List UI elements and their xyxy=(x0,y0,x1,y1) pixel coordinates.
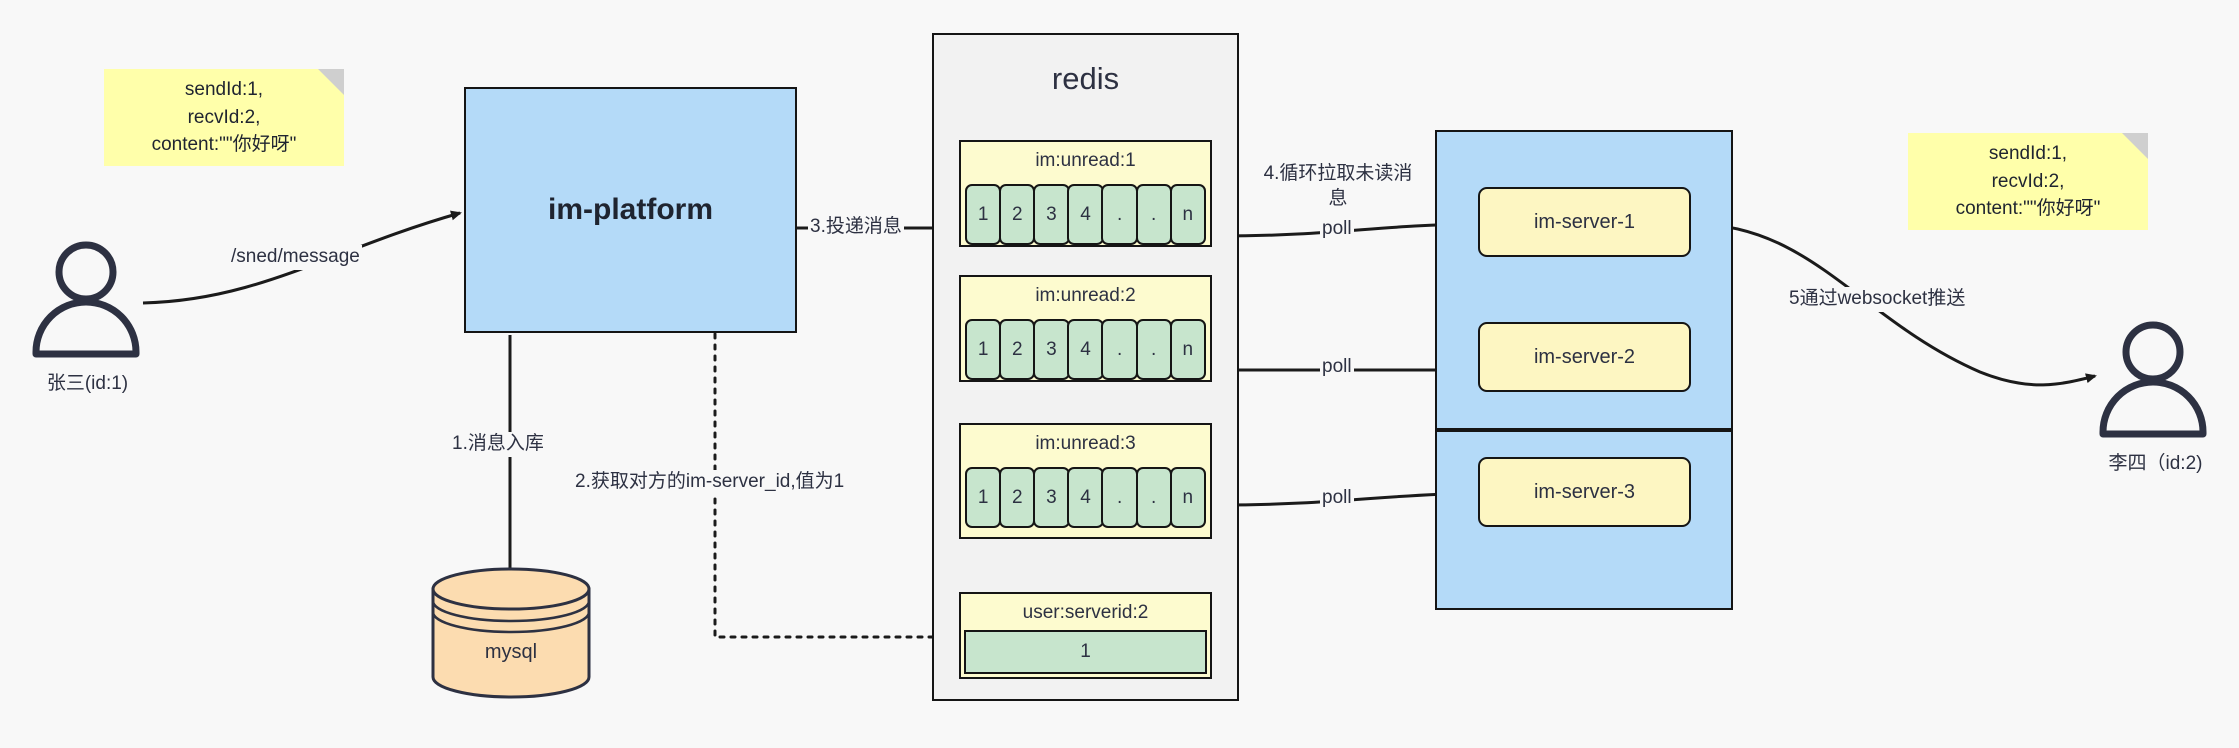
mysql-database[interactable]: mysql xyxy=(430,567,592,703)
redis-cell: . xyxy=(1101,467,1138,528)
redis-cell: 1 xyxy=(965,319,1002,380)
user-icon xyxy=(32,241,140,358)
redis-cell: 2 xyxy=(999,319,1036,380)
redis-cell: . xyxy=(1135,184,1172,245)
redis-cell: n xyxy=(1169,467,1206,528)
redis-cell: 3 xyxy=(1033,319,1070,380)
redis-cell: 4 xyxy=(1067,467,1104,528)
sticky-note-left-text: sendId:1, recvId:2, content:""你好呀" xyxy=(151,79,297,156)
redis-cell: 3 xyxy=(1033,184,1070,245)
sticky-note-right: sendId:1, recvId:2, content:""你好呀" xyxy=(1908,133,2148,230)
edge-label-poll-2: poll xyxy=(1320,355,1354,380)
redis-cell: n xyxy=(1169,184,1206,245)
edge-label-poll-3: poll xyxy=(1320,486,1354,511)
im-server-1-box[interactable]: im-server-1 xyxy=(1478,187,1691,257)
redis-key-unread-1: im:unread:1 1 2 3 4 . . n xyxy=(959,140,1212,247)
im-platform-box[interactable]: im-platform xyxy=(464,87,797,333)
redis-key-unread-3: im:unread:3 1 2 3 4 . . n xyxy=(959,423,1212,539)
redis-cell: . xyxy=(1135,319,1172,380)
redis-cell: 2 xyxy=(999,184,1036,245)
redis-cell: 2 xyxy=(999,467,1036,528)
redis-cell: 3 xyxy=(1033,467,1070,528)
redis-key-name: im:unread:1 xyxy=(1035,150,1136,171)
im-platform-label: im-platform xyxy=(548,193,713,226)
sender-user-label: 张三(id:1) xyxy=(46,373,129,394)
redis-key-name: im:unread:3 xyxy=(1035,433,1136,454)
sticky-fold-icon xyxy=(318,69,344,95)
redis-cell: . xyxy=(1135,467,1172,528)
redis-key-name: im:unread:2 xyxy=(1035,285,1136,306)
redis-single-value: 1 xyxy=(964,630,1207,674)
database-cylinder-icon xyxy=(431,567,591,699)
im-server-2-box[interactable]: im-server-2 xyxy=(1478,322,1691,392)
edge-send-message xyxy=(142,210,462,305)
redis-cell: n xyxy=(1169,319,1206,380)
edge-label-step5: 5通过websocket推送 xyxy=(1787,287,1968,312)
edge-fetch-serverid xyxy=(710,318,957,639)
redis-cell: 4 xyxy=(1067,184,1104,245)
redis-key-name: user:serverid:2 xyxy=(1022,602,1149,623)
redis-title: redis xyxy=(1051,61,1120,96)
redis-cell: . xyxy=(1101,184,1138,245)
redis-cell-row: 1 2 3 4 . . n xyxy=(965,467,1206,528)
sticky-fold-icon xyxy=(2122,133,2148,159)
redis-cell: 1 xyxy=(965,467,1002,528)
edge-label-send-message: /sned/message xyxy=(229,245,362,270)
redis-key-unread-2: im:unread:2 1 2 3 4 . . n xyxy=(959,275,1212,382)
edge-label-step1: 1.消息入库 xyxy=(450,432,546,457)
sender-user xyxy=(28,240,144,360)
receiver-user-label: 李四（id:2) xyxy=(2108,453,2203,474)
edge-websocket-push xyxy=(1689,222,2097,387)
receiver-user xyxy=(2095,320,2211,440)
edge-label-step3: 3.投递消息 xyxy=(808,215,904,240)
mysql-label: mysql xyxy=(484,641,538,663)
redis-cell: 1 xyxy=(965,184,1002,245)
user-icon xyxy=(2099,321,2207,438)
redis-cell-row: 1 2 3 4 . . n xyxy=(965,319,1206,380)
edge-label-step4: 4.循环拉取未读消 息 xyxy=(1255,162,1421,212)
redis-cell: . xyxy=(1101,319,1138,380)
im-server-1-label: im-server-1 xyxy=(1533,210,1636,233)
redis-key-user-serverid: user:serverid:2 1 xyxy=(959,592,1212,679)
sticky-note-right-text: sendId:1, recvId:2, content:""你好呀" xyxy=(1955,143,2101,220)
redis-cell: 4 xyxy=(1067,319,1104,380)
sticky-note-left: sendId:1, recvId:2, content:""你好呀" xyxy=(104,69,344,166)
redis-cell-row: 1 2 3 4 . . n xyxy=(965,184,1206,245)
edge-label-step2: 2.获取对方的im-server_id,值为1 xyxy=(573,470,847,495)
im-server-2-label: im-server-2 xyxy=(1533,345,1636,368)
edge-label-poll-1: poll xyxy=(1320,217,1354,242)
im-server-3-label-front: im-server-3 xyxy=(1533,480,1636,503)
im-server-3-box-front[interactable]: im-server-3 xyxy=(1478,457,1691,527)
